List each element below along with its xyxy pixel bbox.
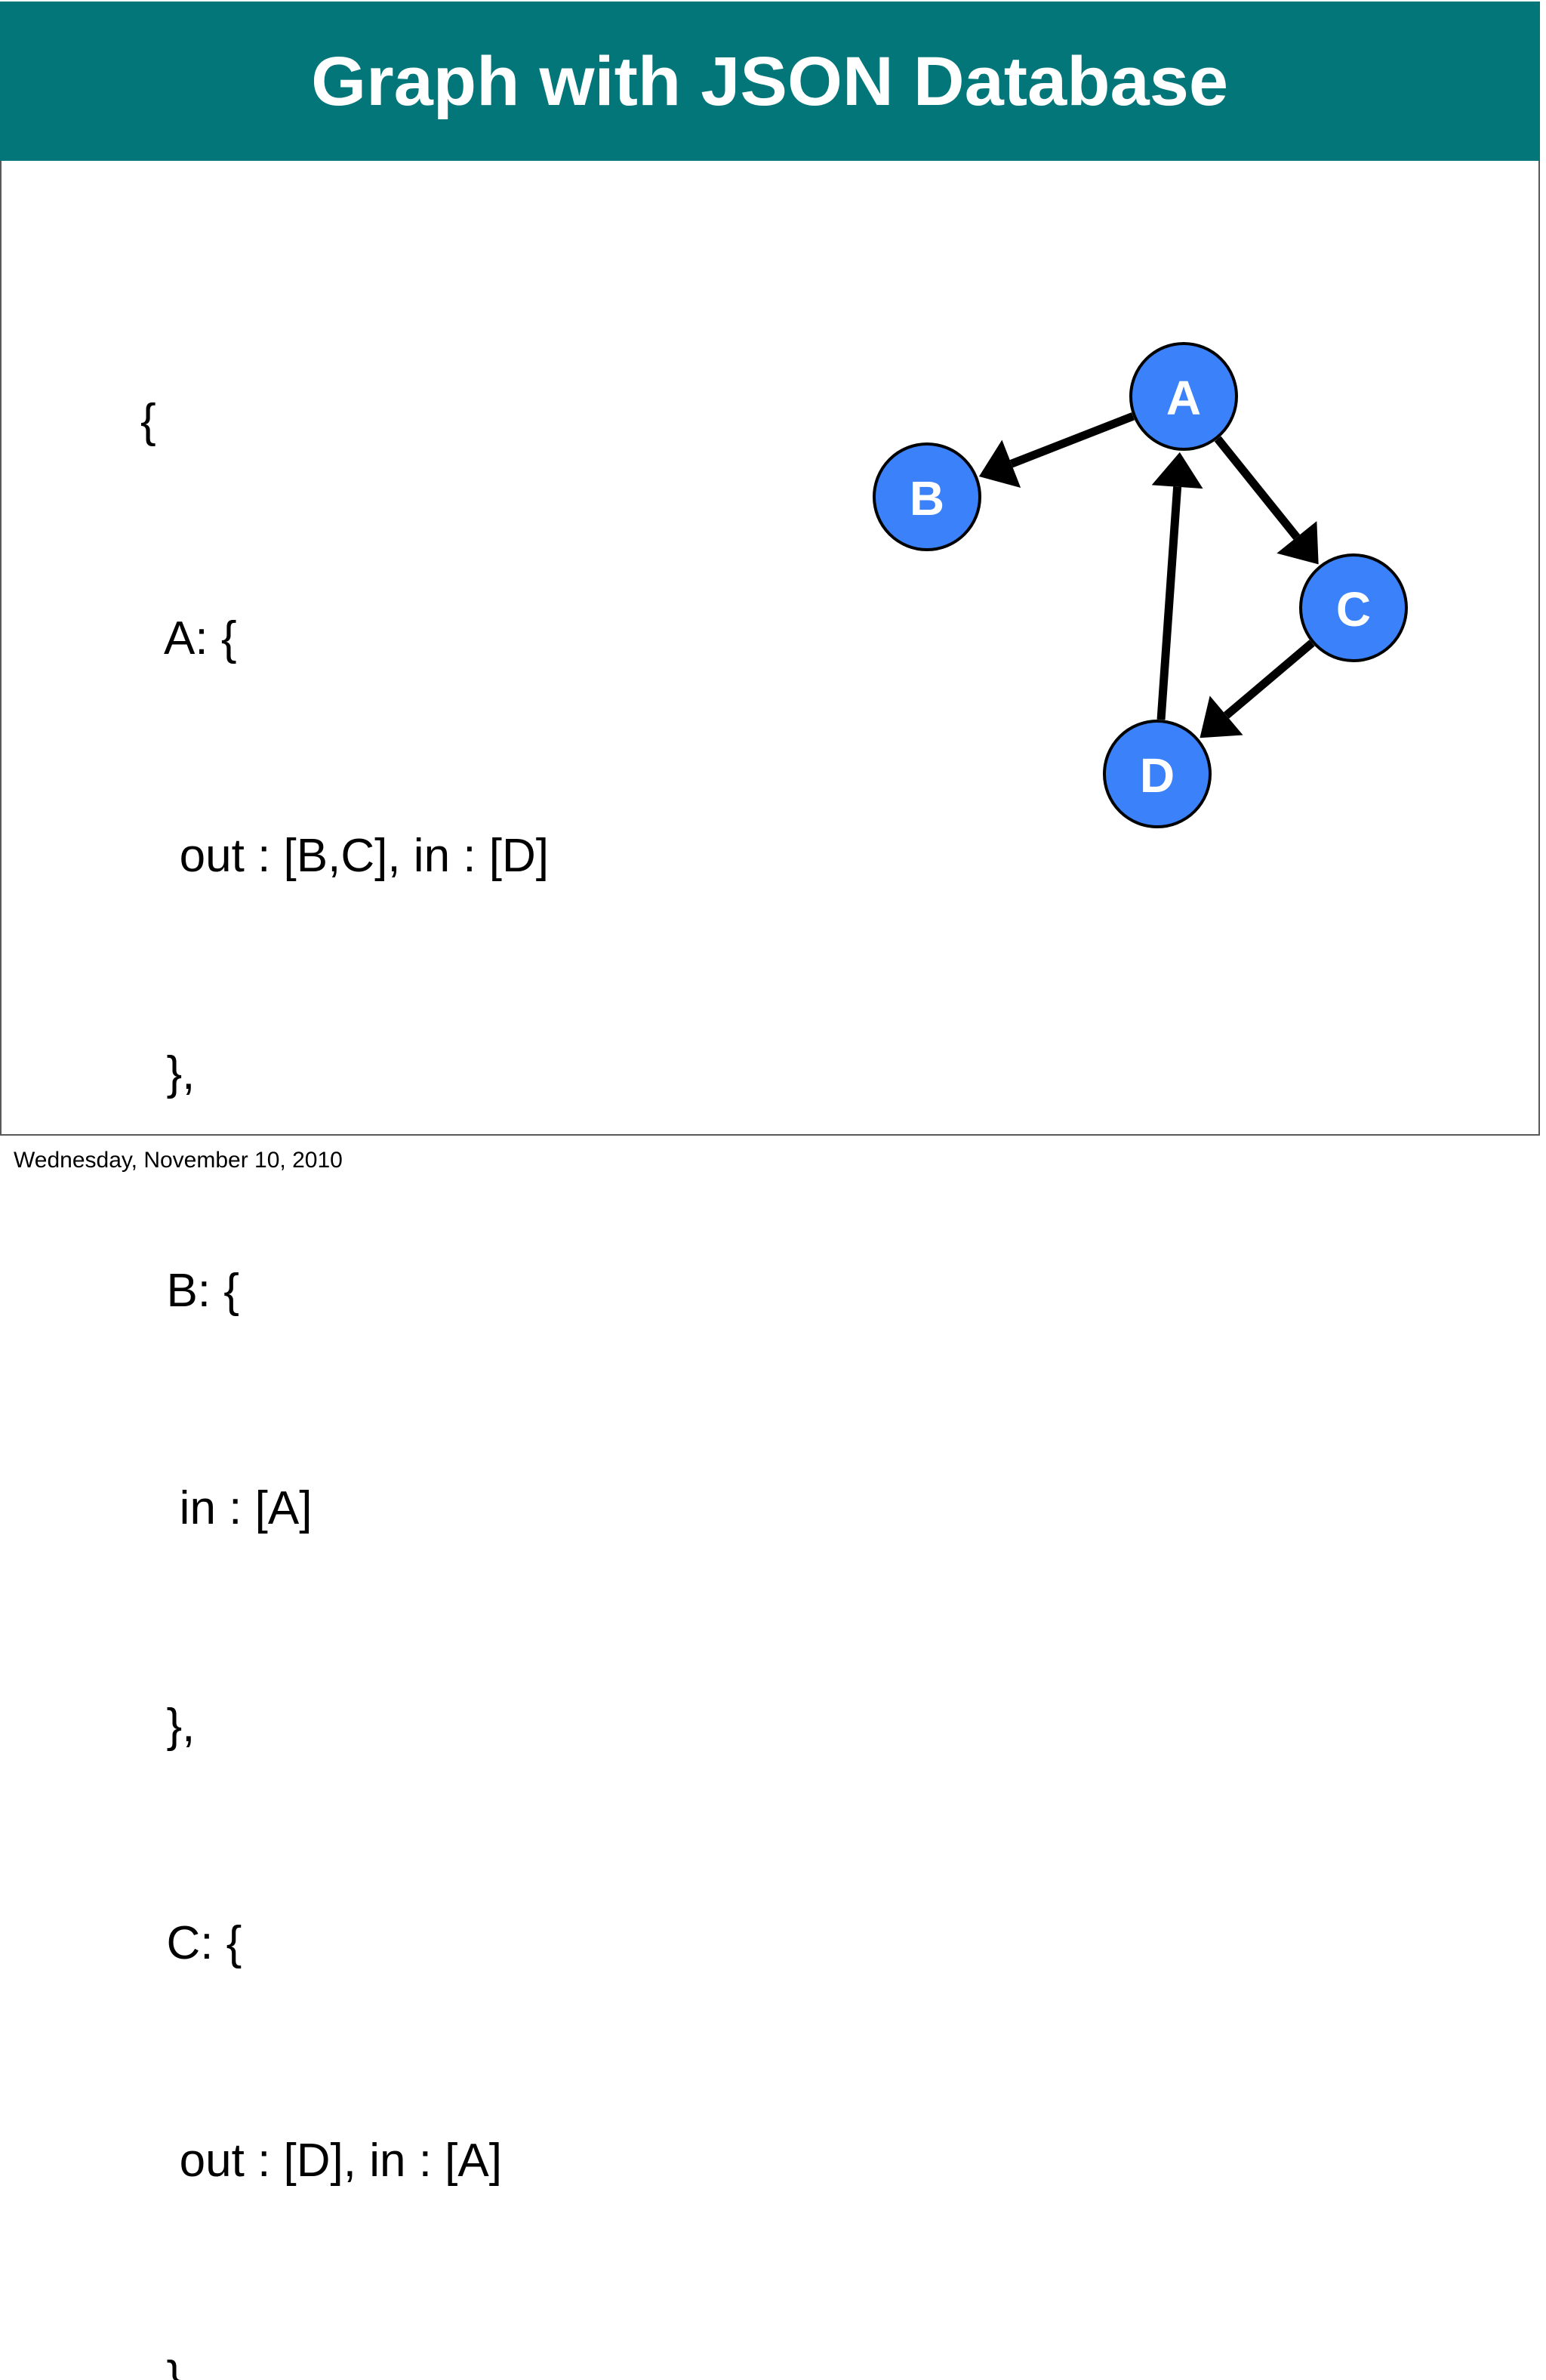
graph-svg: A B C D — [873, 342, 1408, 828]
graph-diagram: A B C D — [815, 227, 1495, 906]
slide-title-band: Graph with JSON Database — [0, 2, 1540, 161]
code-line: }, — [140, 1047, 196, 1099]
code-line: }, — [140, 2352, 196, 2380]
json-code-block: { A: { out : [B,C], in : [D] }, B: { in … — [140, 240, 759, 2380]
node-label-b: B — [910, 471, 944, 526]
node-label-c: C — [1336, 582, 1371, 637]
graph-node-d[interactable]: D — [1103, 720, 1212, 828]
page-title: Graph with JSON Database — [311, 42, 1229, 120]
graph-edge-d-to-a — [1156, 486, 1182, 720]
code-line: out : [D], in : [A] — [140, 2135, 502, 2187]
graph-node-c[interactable]: C — [1299, 553, 1408, 662]
node-label-a: A — [1166, 371, 1201, 425]
code-line: A: { — [140, 612, 237, 664]
graph-arrowhead-a-to-c — [1277, 521, 1319, 565]
slide-footer: Wednesday, November 10, 2010 — [0, 1139, 1546, 1190]
code-line: out : [B,C], in : [D] — [140, 830, 549, 882]
slide-body-frame — [0, 161, 1540, 1136]
graph-arrowhead-d-to-a — [1151, 452, 1203, 489]
code-line: C: { — [140, 1917, 242, 1969]
code-line: B: { — [140, 1265, 239, 1317]
node-circle-a — [1129, 342, 1238, 451]
graph-nodes: A B C D — [873, 342, 1408, 828]
graph-arrowhead-c-to-d — [1200, 695, 1243, 738]
code-line: in : [A] — [140, 1482, 313, 1534]
graph-edge-a-to-b — [1009, 412, 1135, 468]
code-line: }, — [140, 1700, 196, 1752]
node-label-d: D — [1140, 748, 1175, 803]
graph-node-b[interactable]: B — [873, 442, 981, 551]
graph-edge-c-to-d — [1224, 640, 1315, 719]
graph-node-a[interactable]: A — [1129, 342, 1238, 451]
footer-date: Wednesday, November 10, 2010 — [14, 1148, 343, 1173]
node-circle-d — [1103, 720, 1212, 828]
node-circle-c — [1299, 553, 1408, 662]
graph-arrowhead-a-to-b — [978, 439, 1021, 488]
graph-edge-a-to-c — [1214, 436, 1301, 540]
graph-edges — [978, 412, 1319, 738]
node-circle-b — [873, 442, 981, 551]
code-line: { — [140, 395, 156, 447]
